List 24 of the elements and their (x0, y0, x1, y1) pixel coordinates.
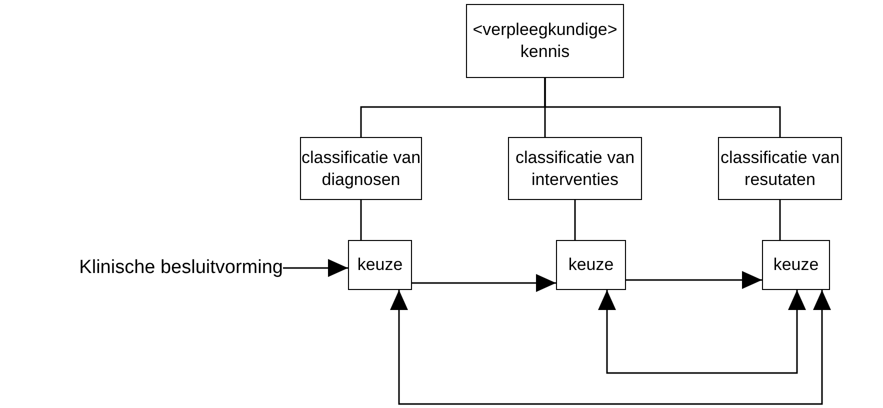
process-box (718, 137, 842, 200)
arrow (626, 271, 762, 289)
arrow (598, 290, 806, 374)
connector-line (544, 78, 781, 137)
box-label: keuze (357, 254, 403, 276)
process-label: Klinische besluitvorming (72, 256, 283, 280)
box-label: <verpleegkundige> kennis (472, 19, 618, 63)
arrow (390, 290, 831, 405)
arrow (283, 259, 348, 277)
process-box (348, 240, 412, 290)
box-label: classificatie van interventies (514, 146, 636, 190)
connector-line (360, 200, 362, 240)
box-label: keuze (773, 254, 819, 276)
connector-line (779, 200, 781, 240)
box-label: classificatie van diagnosen (301, 146, 421, 190)
box-label: classificatie van resutaten (719, 146, 841, 190)
process-box (762, 240, 830, 290)
process-box (556, 240, 626, 290)
process-box (508, 137, 642, 200)
process-box (300, 137, 422, 200)
process-box (466, 4, 624, 78)
box-label: keuze (568, 254, 614, 276)
arrow (412, 274, 556, 292)
connector-line (574, 200, 576, 240)
